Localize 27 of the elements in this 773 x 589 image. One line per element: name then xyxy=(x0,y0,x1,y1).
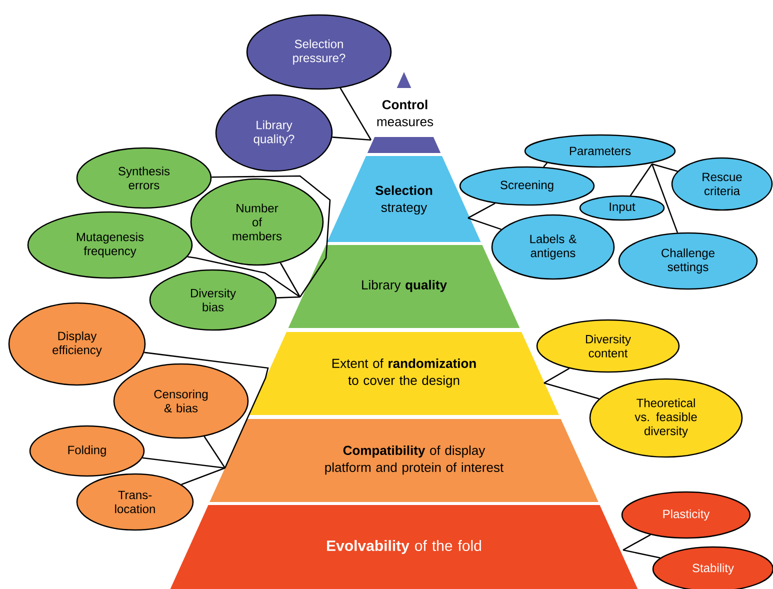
connector-line xyxy=(622,534,651,551)
connector-line xyxy=(651,164,678,233)
connector-line xyxy=(543,162,548,168)
connector-line xyxy=(340,88,372,140)
pyramid-tier: Compatibility of display platform and protein of interest xyxy=(210,419,598,502)
pyramid-tier: Control measures xyxy=(367,72,441,153)
connector-line xyxy=(212,175,331,298)
pyramid-tier: Selection strategy xyxy=(327,156,481,242)
connector-line xyxy=(652,163,678,172)
connector-line xyxy=(276,296,300,298)
connector-line xyxy=(544,382,600,400)
connector-line xyxy=(280,262,301,298)
pyramid-tier: Extent of randomization to cover the design xyxy=(249,332,559,415)
connector-line xyxy=(181,467,226,486)
connector-line xyxy=(544,368,570,384)
connector-line xyxy=(468,202,496,219)
pyramid-tier: Library quality xyxy=(288,245,520,328)
connector-line xyxy=(142,457,226,469)
pyramid-tier: Evolvability of the fold xyxy=(170,505,638,589)
connector-line xyxy=(468,217,502,230)
connector-line xyxy=(187,256,300,298)
connector-line xyxy=(622,549,660,558)
connector-line xyxy=(630,164,653,196)
connector-line xyxy=(332,136,372,141)
connector-line xyxy=(204,436,226,468)
node-label: Control measures xyxy=(377,100,434,126)
connector-line xyxy=(144,352,269,468)
